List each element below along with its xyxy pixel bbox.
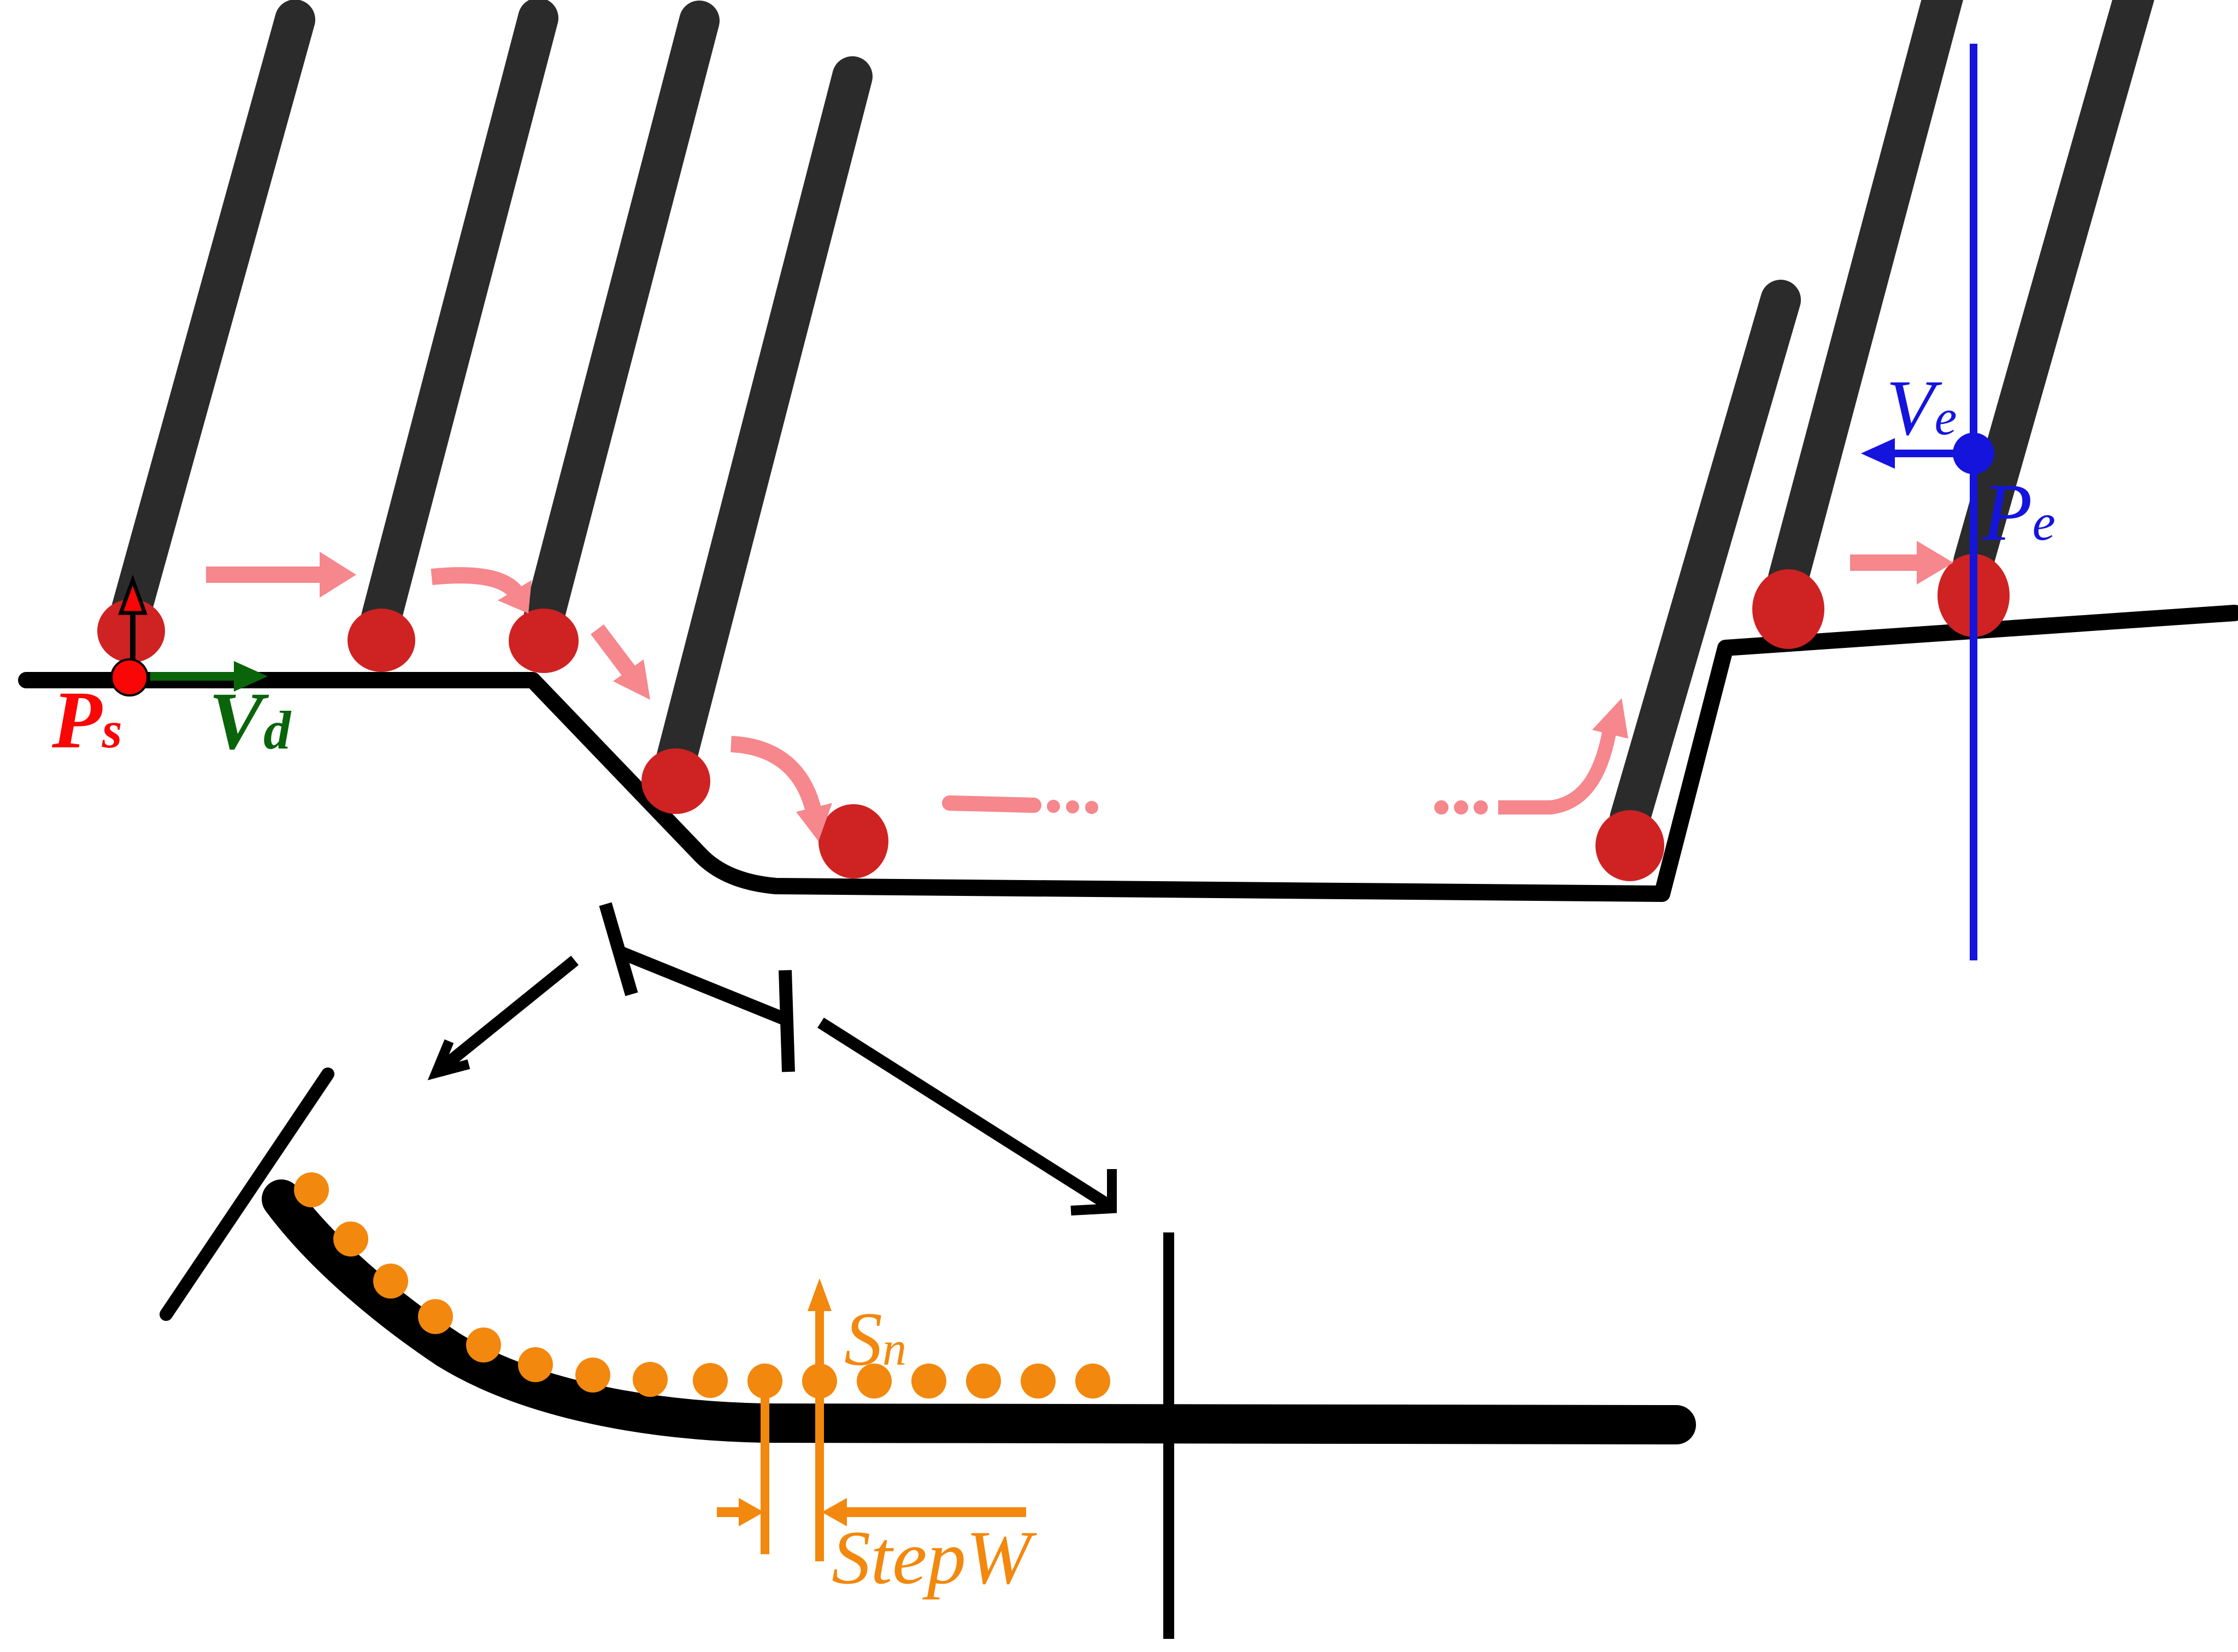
probe-shaft-5 — [1610, 280, 1801, 839]
stepw-label: StepW — [832, 1515, 1038, 1600]
ellipsis1-dot-3 — [1085, 801, 1098, 814]
magnify-bracket-tick-left — [599, 902, 638, 996]
drive-vector-arrow-head — [234, 661, 268, 692]
sn-arrow — [808, 1278, 832, 1399]
end-vector-label: Ve — [1886, 364, 1957, 452]
magnify-bracket-line — [616, 945, 788, 1026]
ellipsis2-dot-1 — [1434, 800, 1448, 815]
motion-ellipsis-1-dots — [1047, 800, 1098, 814]
motion-arrow-3-head — [613, 659, 650, 700]
sample-dot-14 — [966, 1364, 1001, 1399]
probe-shaft-1 — [111, 0, 315, 631]
motion-arrow-5-shaft — [1498, 728, 1617, 815]
sample-dot-2 — [333, 1222, 368, 1256]
detail-surface-curve — [262, 1179, 1696, 1444]
magnify-arrow-right — [817, 1017, 1117, 1216]
probe-tip-dot-4 — [641, 748, 710, 814]
probe-tip-dot-7 — [1752, 569, 1824, 649]
probe-shaft-2 — [361, 0, 558, 638]
sample-dot-10 — [747, 1364, 782, 1399]
motion-arrow-4-head — [796, 803, 832, 841]
sample-dot-1 — [294, 1172, 329, 1207]
ellipsis2-dot-3 — [1474, 800, 1488, 815]
surface-profile — [18, 605, 2238, 902]
probe-shafts — [111, 0, 2154, 839]
end-point-dot — [1953, 433, 1994, 474]
sample-dot-12 — [857, 1364, 892, 1399]
sample-dot-16 — [1075, 1364, 1110, 1399]
ellipsis2-dot-2 — [1454, 800, 1468, 815]
probe-shaft-6 — [1768, 0, 1963, 598]
probe-shaft-4 — [656, 56, 873, 781]
motion-arrow-3-shaft — [591, 624, 639, 682]
start-point-label: Ps — [51, 675, 122, 765]
detail-slope-break-line — [160, 1067, 334, 1321]
sample-dot-8 — [633, 1362, 668, 1397]
magnify-arrow-left — [427, 955, 579, 1081]
sample-dot-9 — [693, 1363, 728, 1398]
motion-arrow-2-shaft — [431, 567, 525, 600]
start-point-dot — [110, 658, 149, 697]
sample-dot-13 — [911, 1364, 946, 1399]
end-point-label: Pe — [1982, 467, 2056, 558]
stepw-dimension — [717, 1393, 1026, 1561]
motion-arrow-4-shaft — [731, 736, 822, 815]
start-normal-arrow-head — [117, 574, 148, 615]
end-vector-arrow-head — [1861, 438, 1895, 469]
motion-arrow-2-head — [498, 580, 532, 613]
ellipsis1-dot-1 — [1047, 800, 1060, 813]
drive-vector-label: Vd — [209, 676, 292, 766]
magnify-bracket-tick-right — [779, 970, 795, 1072]
stepw-dim-arrow-left — [739, 1498, 764, 1526]
sample-dot-15 — [1021, 1364, 1056, 1399]
probe-tip-dot-2 — [348, 609, 415, 672]
motion-arrow-1-head — [320, 552, 356, 598]
stepw-dim-arrow-right — [822, 1498, 847, 1526]
motion-arrow-6-head — [1917, 541, 1953, 585]
sample-dot-6 — [518, 1347, 553, 1382]
sample-dot-4 — [418, 1299, 453, 1334]
motion-arrow-5-head — [1592, 698, 1628, 739]
sn-label: Sn — [844, 1297, 906, 1382]
motion-arrows — [206, 541, 1953, 841]
magnify-bracket — [599, 902, 795, 1072]
ellipsis1-dot-2 — [1066, 800, 1079, 813]
sample-dot-3 — [373, 1264, 408, 1299]
motion-ellipsis-2-dots — [1434, 800, 1488, 815]
probe-shaft-3 — [523, 1, 720, 639]
sample-dots — [294, 1172, 1110, 1399]
probe-tip-dot-3 — [509, 609, 579, 673]
probe-shaft-7 — [1953, 0, 2154, 582]
probe-tip-dot-6 — [1595, 810, 1664, 881]
probe-tip-dot-5 — [818, 804, 888, 878]
sample-dot-5 — [466, 1328, 501, 1362]
motion-ellipsis-1-dash — [942, 795, 1041, 813]
probe-tip-dots — [97, 554, 2010, 881]
sample-dot-7 — [575, 1358, 610, 1393]
